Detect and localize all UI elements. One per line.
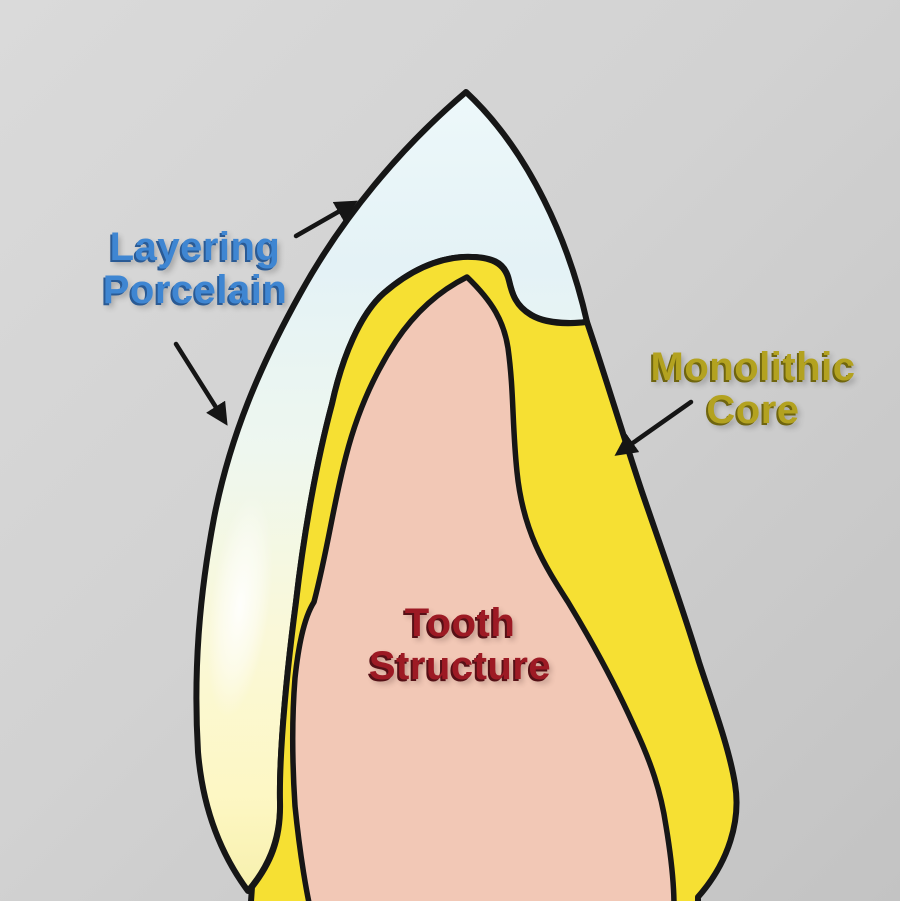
monolithic-core-arrow <box>614 399 694 456</box>
annotation-arrows <box>173 200 694 456</box>
porcelain-highlight <box>207 494 273 718</box>
layering-porcelain-arrow-lower <box>173 341 228 426</box>
monolithic-core-label: Monolithic Core <box>636 345 870 433</box>
monolithic-core-label-line1: Monolithic <box>650 345 856 389</box>
tooth-structure-shape <box>290 274 677 901</box>
tooth-structure-label: Tooth Structure <box>330 601 590 689</box>
tooth-structure-label-line1: Tooth <box>404 601 516 645</box>
layering-porcelain-label-line1: Layering <box>109 225 281 269</box>
tooth-structure-label-line2: Structure <box>368 644 552 689</box>
layering-porcelain-label-line2: Porcelain <box>102 268 288 313</box>
layering-porcelain-arrow-upper <box>293 200 358 239</box>
layering-porcelain-label: Layering Porcelain <box>78 225 312 313</box>
monolithic-core-label-line2: Core <box>706 388 800 433</box>
